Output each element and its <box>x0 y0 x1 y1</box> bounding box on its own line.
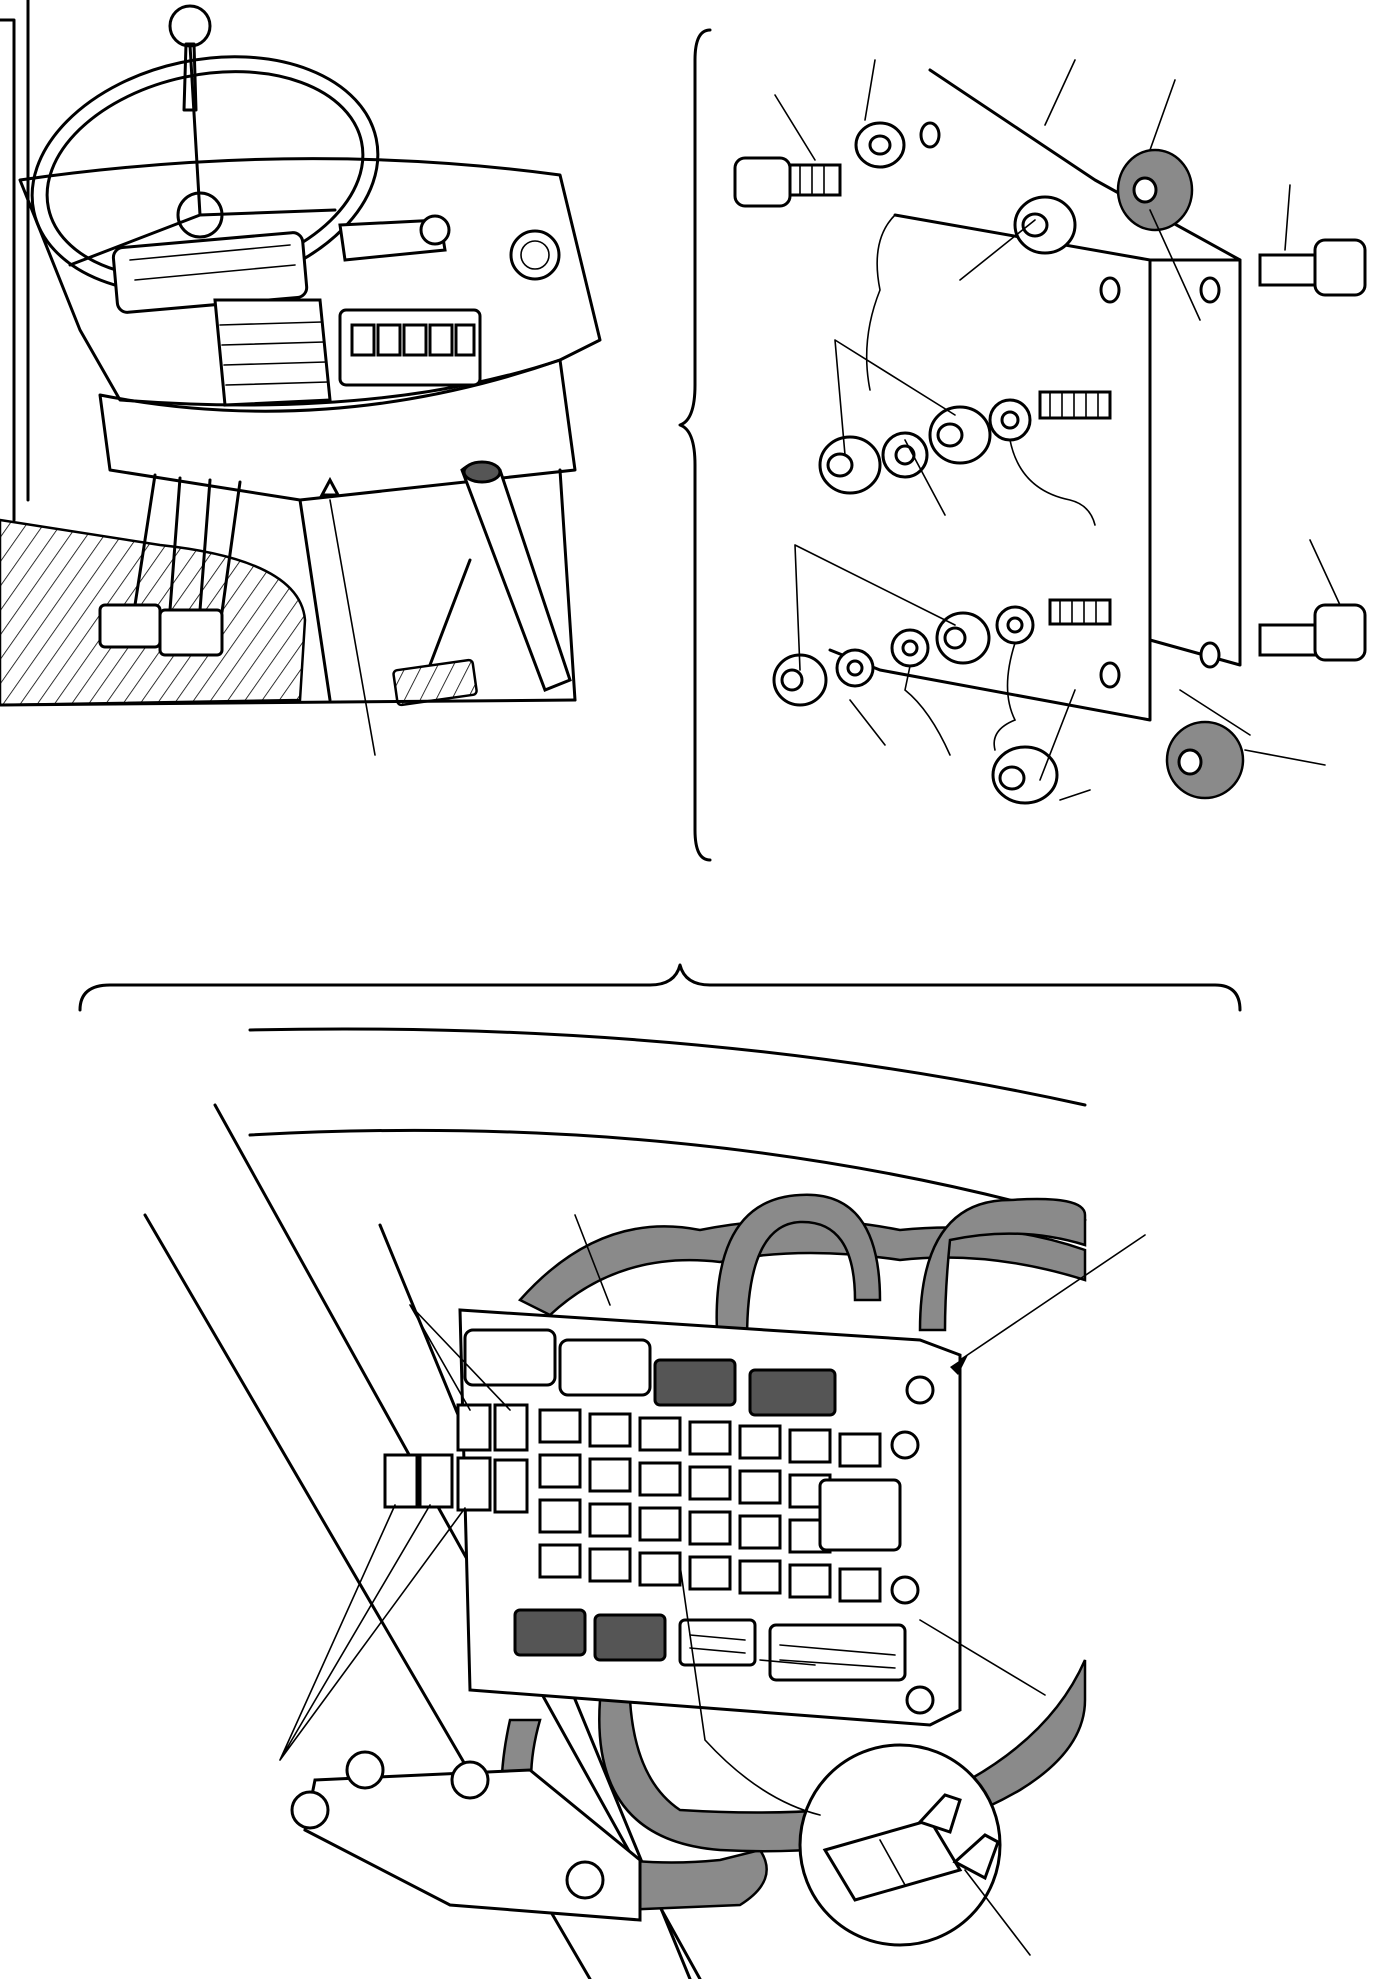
relay-icon <box>493 1458 529 1514</box>
blade-fuse-icon <box>822 1818 963 1902</box>
brake-pedal <box>158 608 224 657</box>
connector-icon <box>463 1328 557 1387</box>
base-plate <box>303 1768 642 1922</box>
panel-cab-dashboard <box>0 0 602 756</box>
ignition-switch-icon <box>509 229 561 281</box>
rubber-mount-icon <box>1165 720 1245 800</box>
mounting-bracket <box>928 68 1242 667</box>
relay-icon <box>456 1456 492 1512</box>
bolt-icon <box>1258 253 1322 287</box>
connector-icon <box>748 1368 837 1417</box>
leader-line <box>279 1214 1146 1956</box>
connector-icon <box>593 1613 667 1662</box>
relay-icon <box>418 1453 454 1509</box>
stud-icon <box>1048 598 1112 626</box>
accelerator-pedal <box>392 658 478 707</box>
bolt-head-icon <box>905 1375 935 1405</box>
relay-icon <box>456 1403 492 1452</box>
panel-fuse-relay-box <box>143 1027 1146 1979</box>
bolt-icon <box>733 156 792 208</box>
gear-lever <box>460 461 572 692</box>
relay-icon <box>493 1403 529 1452</box>
brake-pedal <box>98 603 162 649</box>
control-knob-icon <box>168 4 212 48</box>
panel-control-unit-mounting-exploded <box>678 28 1367 862</box>
wire-harness <box>715 1193 882 1372</box>
relay-icon <box>818 1478 902 1552</box>
leader-line <box>329 499 376 756</box>
group-brace <box>678 28 712 862</box>
connector-icon <box>653 1358 737 1407</box>
group-brace <box>78 963 1242 1012</box>
bolt-head-icon <box>345 1750 385 1790</box>
connector-icon <box>513 1608 587 1657</box>
lever-stalk <box>338 218 447 262</box>
fuse-grid <box>538 1408 882 1603</box>
joystick-boot <box>213 298 332 407</box>
bolt-icon <box>1258 623 1322 657</box>
relay-icon <box>383 1453 419 1509</box>
